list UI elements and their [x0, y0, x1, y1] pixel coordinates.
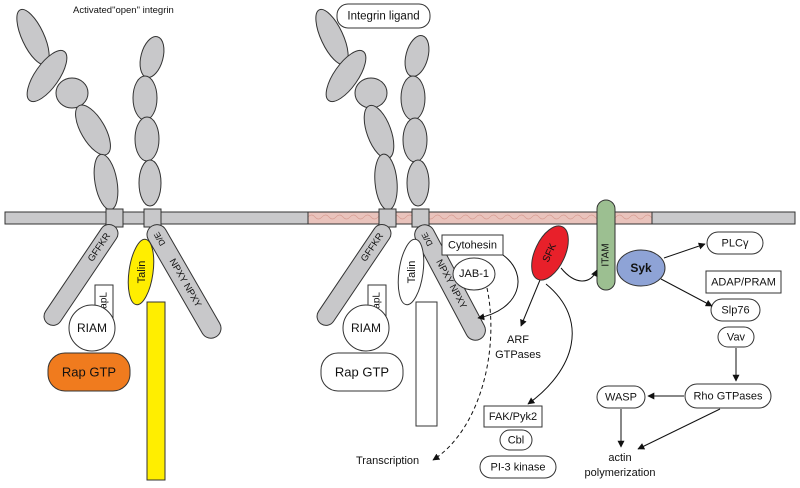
vav: Vav: [717, 326, 755, 348]
svg-text:PI-3 kinase: PI-3 kinase: [490, 462, 545, 474]
plc-gamma: PLCγ: [706, 231, 764, 255]
arrow-sfk-fak: [527, 283, 573, 405]
cytohesin: Cytohesin: [441, 234, 504, 256]
svg-text:RapL: RapL: [99, 292, 110, 316]
svg-text:Vav: Vav: [727, 332, 746, 344]
itam: ITAM: [596, 199, 616, 291]
svg-text:RIAM: RIAM: [77, 321, 107, 335]
jab-1: JAB-1: [452, 257, 496, 291]
svg-text:Rap GTP: Rap GTP: [335, 365, 389, 380]
arrow-sfk-arf: [520, 279, 541, 327]
integrin-ligand: Integrin ligand: [336, 3, 431, 29]
svg-text:ADAP/PRAM: ADAP/PRAM: [711, 277, 776, 289]
talin-left: Talin: [127, 238, 166, 481]
talin-right: Talin: [397, 238, 438, 427]
svg-text:Cytohesin: Cytohesin: [448, 240, 497, 252]
activated-integrin-label: Activated"open" integrin: [73, 5, 174, 16]
adap-pram: ADAP/PRAM: [705, 270, 782, 294]
arrow-rho-actin: [637, 408, 721, 450]
svg-text:Rap GTP: Rap GTP: [62, 365, 116, 380]
right-integrin: [315, 8, 430, 211]
svg-text:JAB-1: JAB-1: [459, 268, 489, 280]
rap-gtp-left: Rap GTP: [47, 352, 131, 392]
svg-text:Syk: Syk: [630, 261, 652, 275]
svg-text:RapL: RapL: [372, 292, 383, 316]
cbl: Cbl: [499, 429, 533, 451]
fak-pyk2: FAK/Pyk2: [483, 405, 543, 428]
gtpases-label: GTPases: [495, 349, 541, 361]
svg-text:Slp76: Slp76: [721, 305, 749, 317]
arrow-cytohesin-loop: [477, 254, 519, 321]
sfk: SFK: [531, 225, 569, 281]
actin-label: actin: [608, 452, 631, 464]
rho-gtpases: Rho GTPases: [684, 383, 772, 409]
slp76: Slp76: [710, 298, 761, 322]
arrow-jab1-transcription: [432, 287, 492, 461]
arrow-syk-slp76: [660, 278, 713, 307]
arrow-syk-plcg: [663, 242, 706, 259]
arrow-sfk-itam: [560, 267, 598, 282]
svg-text:RIAM: RIAM: [351, 321, 381, 335]
wasp: WASP: [596, 385, 646, 409]
riam-left: RIAM: [68, 304, 116, 352]
transcription-label: Transcription: [356, 455, 419, 467]
arf-label: ARF: [507, 334, 529, 346]
svg-text:Integrin ligand: Integrin ligand: [347, 11, 419, 23]
svg-text:WASP: WASP: [605, 392, 637, 404]
svg-text:Talin: Talin: [136, 261, 148, 284]
riam-right: RIAM: [342, 304, 390, 352]
svg-text:Talin: Talin: [406, 261, 418, 284]
svg-text:Rho GTPases: Rho GTPases: [693, 391, 763, 403]
left-integrin: [16, 8, 165, 211]
pi3-kinase: PI-3 kinase: [479, 455, 557, 479]
syk: Syk: [616, 249, 666, 287]
svg-text:FAK/Pyk2: FAK/Pyk2: [489, 411, 537, 423]
svg-text:Cbl: Cbl: [508, 435, 525, 447]
svg-text:ITAM: ITAM: [601, 243, 612, 266]
polymerization-label: polymerization: [585, 467, 656, 479]
svg-text:PLCγ: PLCγ: [722, 238, 749, 250]
right-beta-tm: [411, 208, 430, 228]
arrows: [432, 242, 740, 461]
rap-gtp-right: Rap GTP: [320, 352, 404, 392]
